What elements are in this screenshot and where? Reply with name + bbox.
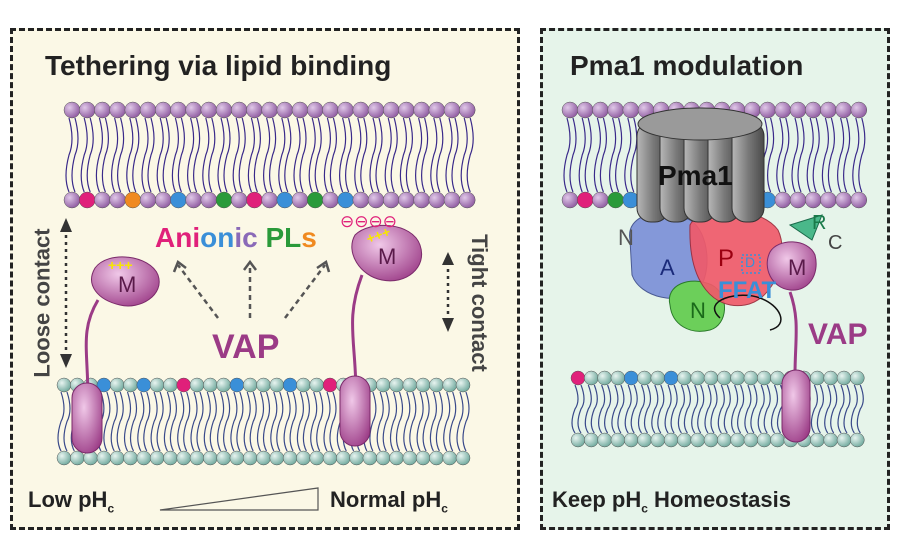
anionic-part-4: PL [257, 222, 302, 253]
keep-ph-sub: c [641, 501, 648, 516]
domain-d-label: D [745, 254, 756, 270]
domain-p-label: P [718, 245, 735, 272]
domain-n2-label: N [690, 298, 706, 323]
plus-left: +++ [108, 257, 133, 273]
vap-lipid-arrows [177, 264, 326, 319]
homeostasis-label: Keep pHc Homeostasis [552, 487, 791, 515]
ph-ramp [159, 487, 319, 511]
minus-charges: ⊖⊖⊖⊖ [340, 212, 397, 231]
left-top-membrane [63, 101, 476, 209]
anionic-part-3: ic [234, 222, 258, 253]
tight-contact-label: Tight contact [466, 234, 492, 372]
anionic-part-2: on [200, 222, 235, 253]
domain-m-label: M [788, 255, 807, 280]
anionic-part-1: Ani [155, 222, 201, 253]
domain-c-label: C [828, 232, 843, 254]
right-bottom-membrane [570, 370, 865, 448]
normal-ph-text: Normal pH [330, 487, 442, 512]
pma1-domain-m [766, 241, 817, 291]
m-domain-right [351, 224, 423, 282]
pma1-protein [629, 107, 823, 332]
tight-arrow-head-bottom [442, 318, 454, 332]
ffat-path [713, 294, 782, 331]
loose-arrow-head-top [60, 218, 72, 232]
m-right-label: M [378, 244, 397, 269]
right-panel-title: Pma1 modulation [570, 50, 804, 81]
pma1-transmembrane [636, 107, 765, 223]
keep-ph-text: Keep pH [552, 487, 642, 512]
loose-arrow-head-bottom [60, 354, 72, 368]
vap-tm-right [339, 375, 371, 447]
tight-arrow-head-top [442, 252, 454, 265]
m-left-label: M [118, 272, 137, 297]
domain-n-label: N [618, 225, 634, 250]
vap-tm-right-panel [781, 369, 811, 443]
domain-a-label: A [660, 255, 675, 280]
m-domain-left [91, 256, 160, 307]
pma1-label: Pma1 [658, 160, 733, 191]
domain-r-label: R [812, 212, 827, 234]
low-ph-label: Low pHc [28, 487, 114, 515]
ffat-label: FFAT [718, 277, 777, 304]
vap-tether-right-panel [788, 291, 798, 376]
vap-label-right: VAP [808, 318, 868, 351]
pma1-domain-r [788, 214, 823, 241]
homeostasis-text: Homeostasis [647, 487, 791, 512]
left-bottom-membrane [56, 377, 471, 466]
vap-tm-left [71, 382, 103, 454]
anionic-pls-label: Anionic PLs [155, 222, 317, 254]
vap-label-left: VAP [212, 328, 280, 366]
low-ph-text: Low pH [28, 487, 108, 512]
normal-ph-label: Normal pHc [330, 487, 448, 515]
anionic-part-5: s [301, 222, 317, 253]
low-ph-sub: c [107, 501, 115, 516]
d-box [741, 254, 761, 274]
vap-lipid-arrowheads [172, 259, 331, 273]
normal-ph-sub: c [441, 501, 448, 516]
loose-contact-label: Loose contact [29, 228, 55, 378]
left-panel-title: Tethering via lipid binding [45, 50, 392, 81]
